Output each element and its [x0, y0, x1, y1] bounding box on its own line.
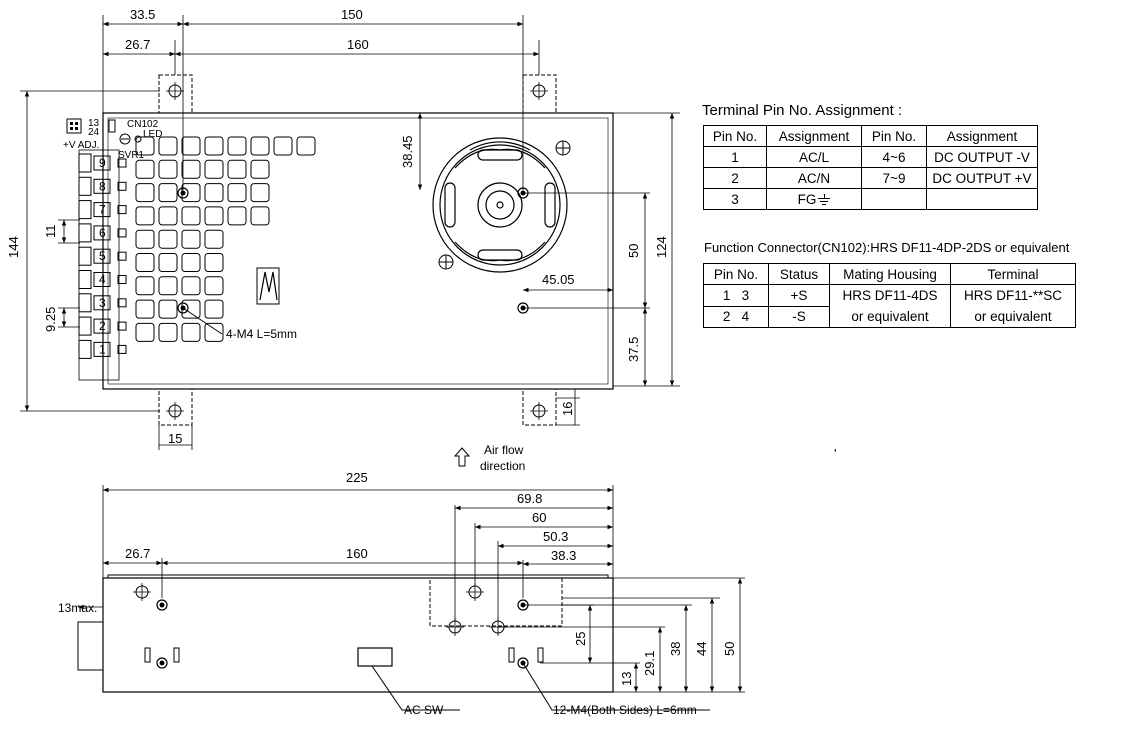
terminal-9: 9 — [78, 153, 127, 173]
dim-45-05: 45.05 — [542, 272, 575, 287]
terminal-number: 4 — [99, 273, 106, 287]
airflow-label-2: direction — [480, 459, 525, 473]
terminal-5: 5 — [78, 246, 127, 266]
table-row: 2 AC/N 7~9 DC OUTPUT +V — [703, 167, 1038, 189]
dim-v38: 38 — [668, 642, 683, 656]
terminal-number: 3 — [99, 296, 106, 310]
svr1-label: SVR1 — [118, 150, 145, 161]
terminal-number: 6 — [99, 226, 106, 240]
fan-screws — [438, 140, 571, 270]
dim-26-7: 26.7 — [125, 37, 150, 52]
terminal-number: 7 — [99, 203, 106, 217]
dim-50: 50 — [626, 244, 641, 258]
terminal-table-title: Terminal Pin No. Assignment : — [702, 102, 903, 119]
side-view: AC SW 12-M4(Both Sides) L=6mm 225 69.8 6… — [58, 470, 745, 717]
dim-side-26-7: 26.7 — [125, 546, 150, 561]
th-fc-terminal: Terminal — [950, 263, 1076, 285]
terminal-block: 9 8 7 6 5 4 3 2 1 — [78, 149, 127, 381]
function-table-title: Function Connector(CN102):HRS DF11-4DP-2… — [704, 240, 1070, 255]
side-vertical-dimensions — [498, 577, 745, 693]
terminal-number: 2 — [99, 319, 106, 333]
dim-33-5: 33.5 — [130, 7, 155, 22]
th-fc-pin-no: Pin No. — [703, 263, 769, 285]
stray-mark: ' — [834, 446, 836, 461]
airflow-arrow-icon — [453, 447, 471, 467]
th-assignment-1: Assignment — [766, 125, 862, 147]
dim-9-25: 9.25 — [43, 307, 58, 332]
ac-switch — [357, 647, 393, 667]
dim-side-160: 160 — [346, 546, 368, 561]
dim-69-8: 69.8 — [517, 491, 542, 506]
dim-v25: 25 — [573, 632, 588, 646]
dim-v29-1: 29.1 — [642, 651, 657, 676]
table-row: 3 FG — [703, 188, 1038, 210]
vent-grid — [135, 136, 316, 342]
led-label: LED — [143, 129, 162, 140]
dim-v13: 13 — [619, 672, 634, 686]
dim-38-45: 38.45 — [400, 135, 415, 168]
psu-body-top — [102, 112, 614, 390]
ground-icon — [818, 193, 831, 205]
terminal-6: 6 — [78, 223, 127, 243]
terminal-number: 8 — [99, 179, 106, 193]
dim-16: 16 — [560, 402, 575, 416]
mw-logo — [256, 267, 280, 305]
dim-144: 144 — [6, 236, 21, 258]
dim-150: 150 — [341, 7, 363, 22]
dim-13max: 13max. — [58, 601, 97, 615]
dim-60: 60 — [532, 510, 546, 525]
dim-225: 225 — [346, 470, 368, 485]
terminal-number: 9 — [99, 156, 106, 170]
terminal-4: 4 — [78, 270, 127, 289]
th-pin-no-1: Pin No. — [703, 125, 767, 147]
terminal-3: 3 — [78, 293, 127, 313]
cn-pin-13: 13 — [88, 118, 100, 129]
top-dimensions — [102, 15, 540, 190]
fan-guard — [432, 137, 568, 273]
dim-160: 160 — [347, 37, 369, 52]
th-fc-status: Status — [768, 263, 830, 285]
dim-v50: 50 — [722, 642, 737, 656]
v-adj-label: +V ADJ. — [63, 140, 99, 151]
cn-pin-24: 24 — [88, 127, 100, 138]
dim-v44: 44 — [694, 642, 709, 656]
left-dimensions — [20, 90, 160, 412]
side-horizontal-dimensions — [78, 485, 614, 620]
airflow-label-1: Air flow — [484, 443, 524, 457]
terminal-1: 1 — [78, 339, 127, 359]
th-pin-no-2: Pin No. — [861, 125, 927, 147]
dim-11: 11 — [43, 225, 58, 239]
table-row: 1 AC/L 4~6 DC OUTPUT -V — [703, 146, 1038, 168]
cn102-connector — [66, 118, 142, 145]
ac-sw-label: AC SW — [404, 703, 444, 717]
right-dimensions — [417, 112, 680, 426]
terminal-2: 2 — [78, 316, 127, 336]
terminal-number: 1 — [99, 342, 106, 356]
top-view: 9 8 7 6 5 4 3 2 1 13 24 CN102 LED +V ADJ. SVR1 4… — [6, 7, 680, 473]
dim-38-3: 38.3 — [551, 548, 576, 563]
dim-15: 15 — [168, 431, 182, 446]
psu-body-side — [102, 577, 614, 693]
dim-50-3: 50.3 — [543, 529, 568, 544]
th-assignment-2: Assignment — [926, 125, 1038, 147]
terminal-number: 5 — [99, 249, 106, 263]
cn102-label: CN102 — [127, 119, 159, 130]
th-fc-mating-housing: Mating Housing — [829, 263, 951, 285]
dim-37-5: 37.5 — [626, 337, 641, 362]
terminal-8: 8 — [78, 176, 127, 196]
function-connector-table: Pin No. Status Mating Housing Terminal 1… — [703, 263, 1076, 328]
terminal-7: 7 — [78, 200, 127, 220]
table-row: 2 4 -S — [703, 305, 1076, 328]
dim-124: 124 — [654, 236, 669, 258]
terminal-pin-table: Pin No. Assignment Pin No. Assignment 1 … — [703, 125, 1038, 210]
side-screw-note: 12-M4(Both Sides) L=6mm — [553, 703, 697, 717]
top-screw-note: 4-M4 L=5mm — [226, 327, 297, 341]
